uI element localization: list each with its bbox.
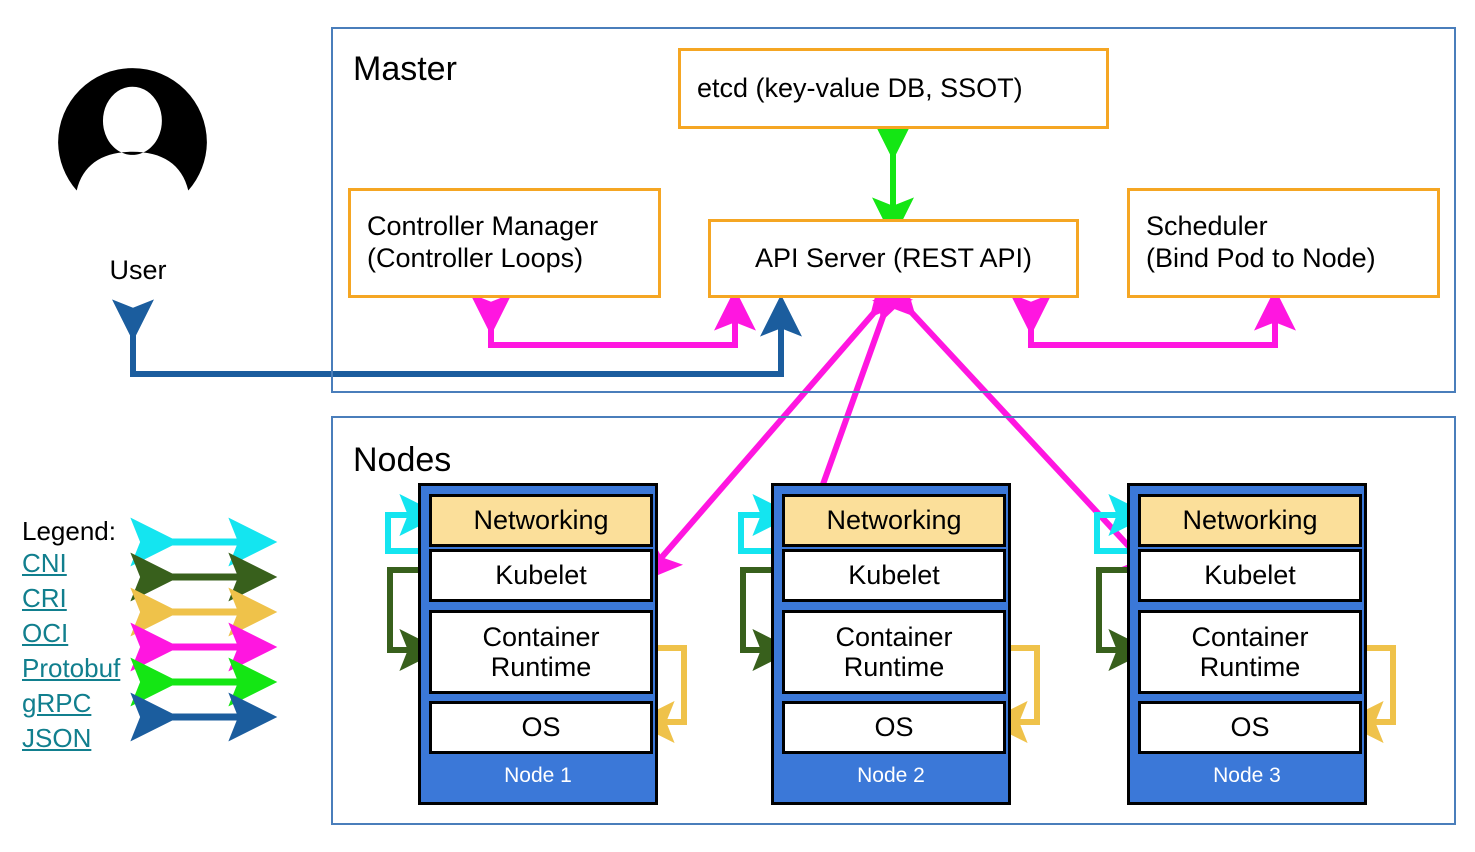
node-2-container-runtime-label: Container Runtime <box>835 621 953 682</box>
legend-item-cri[interactable]: CRI <box>22 583 67 613</box>
nodes-group-title: Nodes <box>353 441 452 479</box>
node-1-os-label: OS <box>521 712 561 743</box>
legend-title: Legend: <box>22 516 116 546</box>
node-2-os-label: OS <box>874 712 914 743</box>
legend-item-protobuf[interactable]: Protobuf <box>22 653 121 683</box>
node-3[interactable]: Networking Kubelet Container Runtime OS … <box>1127 483 1367 805</box>
nodes-group <box>331 416 1456 825</box>
legend-item-json[interactable]: JSON <box>22 723 92 753</box>
controller-manager-box[interactable]: Controller Manager (Controller Loops) <box>348 188 661 298</box>
node-3-name: Node 3 <box>1213 764 1281 787</box>
node-2-kubelet-layer[interactable]: Kubelet <box>782 549 1006 602</box>
node-2-name: Node 2 <box>857 764 925 787</box>
master-group-title: Master <box>353 50 457 88</box>
node-3-kubelet-label: Kubelet <box>1204 560 1296 591</box>
node-2-os-layer[interactable]: OS <box>782 701 1006 754</box>
node-1[interactable]: Networking Kubelet Container Runtime OS … <box>418 483 658 805</box>
node-1-kubelet-label: Kubelet <box>495 560 587 591</box>
node-1-networking-layer[interactable]: Networking <box>429 494 653 547</box>
api-server-label: API Server (REST API) <box>754 242 1033 273</box>
legend-item-cni[interactable]: CNI <box>22 548 67 578</box>
node-3-os-layer[interactable]: OS <box>1138 701 1362 754</box>
node-1-container-runtime-label: Container Runtime <box>482 621 600 682</box>
node-1-networking-label: Networking <box>473 505 609 536</box>
etcd-label: etcd (key-value DB, SSOT) <box>697 72 1023 103</box>
scheduler-label: Scheduler (Bind Pod to Node) <box>1146 211 1376 273</box>
node-3-os-label: OS <box>1230 712 1270 743</box>
api-server-box[interactable]: API Server (REST API) <box>708 219 1079 298</box>
node-3-networking-layer[interactable]: Networking <box>1138 494 1362 547</box>
scheduler-box[interactable]: Scheduler (Bind Pod to Node) <box>1127 188 1440 298</box>
controller-manager-label: Controller Manager (Controller Loops) <box>367 211 599 273</box>
node-1-kubelet-layer[interactable]: Kubelet <box>429 549 653 602</box>
node-2-kubelet-label: Kubelet <box>848 560 940 591</box>
master-group <box>331 27 1456 393</box>
node-1-name: Node 1 <box>504 764 572 787</box>
node-3-container-runtime-label: Container Runtime <box>1191 621 1309 682</box>
node-2-container-runtime-layer[interactable]: Container Runtime <box>782 610 1006 694</box>
node-1-container-runtime-layer[interactable]: Container Runtime <box>429 610 653 694</box>
etcd-box[interactable]: etcd (key-value DB, SSOT) <box>678 48 1109 129</box>
node-3-networking-label: Networking <box>1182 505 1318 536</box>
node-3-container-runtime-layer[interactable]: Container Runtime <box>1138 610 1362 694</box>
node-2-networking-layer[interactable]: Networking <box>782 494 1006 547</box>
node-2-networking-label: Networking <box>826 505 962 536</box>
user-avatar-icon <box>58 68 207 191</box>
legend-item-grpc[interactable]: gRPC <box>22 688 92 718</box>
node-1-os-layer[interactable]: OS <box>429 701 653 754</box>
legend-item-oci[interactable]: OCI <box>22 618 69 648</box>
user-label: User <box>109 255 167 285</box>
node-3-kubelet-layer[interactable]: Kubelet <box>1138 549 1362 602</box>
node-2[interactable]: Networking Kubelet Container Runtime OS … <box>771 483 1011 805</box>
